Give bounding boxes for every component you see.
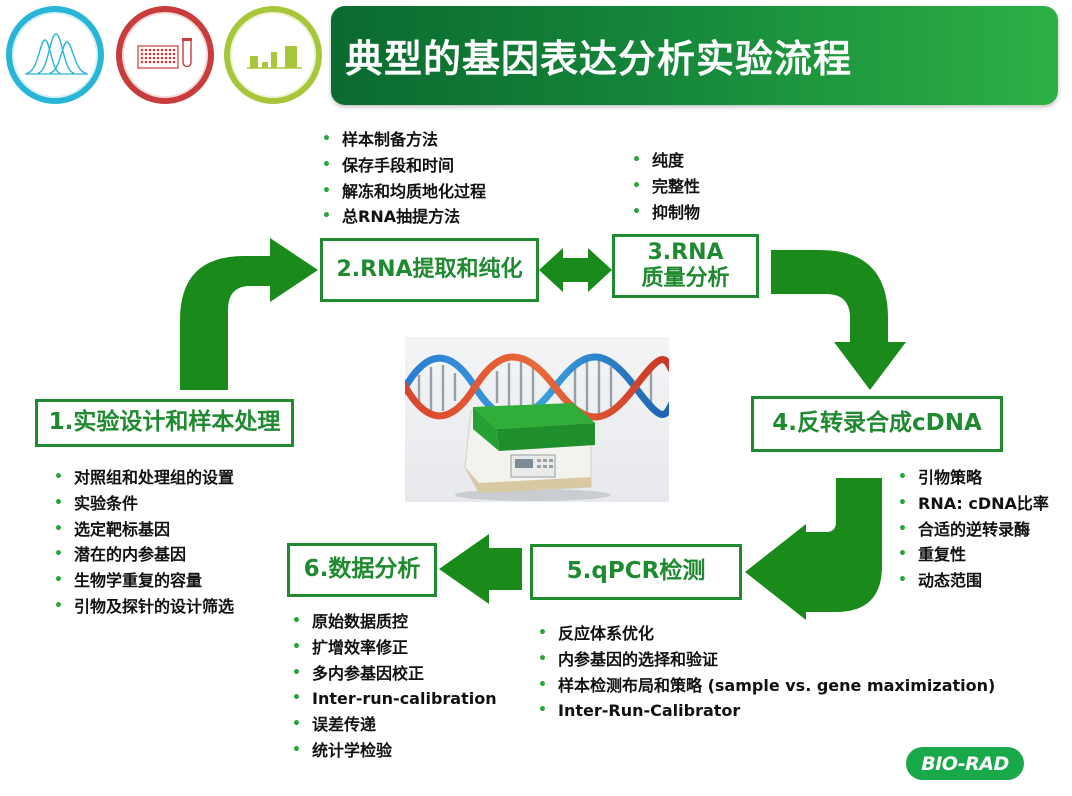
list-item: 扩增效率修正 (290, 635, 497, 661)
list-item: 原始数据质控 (290, 609, 497, 635)
list-item: 反应体系优化 (536, 621, 995, 647)
arrow-1-to-2 (180, 238, 318, 390)
list-item: 误差传递 (290, 712, 497, 738)
list-item: 动态范围 (896, 568, 1049, 594)
list-item: 合适的逆转录酶 (896, 517, 1049, 543)
list-item: 统计学检验 (290, 738, 497, 764)
step-5-box: 5.qPCR检测 (530, 544, 742, 600)
list-item: Inter-Run-Calibrator (536, 698, 995, 724)
step-5-label: 5.qPCR检测 (566, 558, 706, 585)
list-item: 保存手段和时间 (320, 153, 486, 179)
step-3-label: 3.RNA 质量分析 (641, 239, 730, 291)
list-item: 生物学重复的容量 (52, 568, 234, 594)
instrument-image (405, 337, 669, 502)
list-item: 总RNA抽提方法 (320, 204, 486, 230)
arrow-3-to-4 (771, 250, 906, 390)
logo-text: BIO-RAD (906, 747, 1024, 780)
step-4-box: 4.反转录合成cDNA (751, 396, 1003, 452)
arrow-5-to-6 (439, 534, 522, 604)
list-item: 样本制备方法 (320, 127, 486, 153)
step-4-label: 4.反转录合成cDNA (772, 410, 982, 437)
list-item: 重复性 (896, 542, 1049, 568)
list-item: 抑制物 (630, 200, 700, 226)
step-1-bullets: 对照组和处理组的设置 实验条件 选定靶标基因 潜在的内参基因 生物学重复的容量 … (52, 465, 234, 620)
page-title: 典型的基因表达分析实验流程 (345, 37, 853, 81)
step-5-bullets: 反应体系优化 内参基因的选择和验证 样本检测布局和策略 (sample vs. … (536, 621, 995, 724)
step-3-bullets: 纯度 完整性 抑制物 (630, 148, 700, 225)
step-6-box: 6.数据分析 (287, 543, 437, 597)
list-item: 实验条件 (52, 491, 234, 517)
step-2-box: 2.RNA提取和纯化 (320, 238, 539, 302)
bio-rad-logo: BIO-RAD (906, 747, 1024, 780)
plate-and-tube-icon (116, 6, 214, 104)
step-3-box: 3.RNA 质量分析 (612, 234, 759, 298)
bar-chart-icon (224, 6, 322, 104)
list-item: RNA: cDNA比率 (896, 491, 1049, 517)
list-item: 对照组和处理组的设置 (52, 465, 234, 491)
step-4-bullets: 引物策略 RNA: cDNA比率 合适的逆转录酶 重复性 动态范围 (896, 465, 1049, 594)
header-icons (6, 6, 322, 104)
step-6-bullets: 原始数据质控 扩增效率修正 多内参基因校正 Inter-run-calibrat… (290, 609, 497, 764)
list-item: 样本检测布局和策略 (sample vs. gene maximization) (536, 673, 995, 699)
arrow-2-to-3 (539, 248, 612, 292)
list-item: 潜在的内参基因 (52, 542, 234, 568)
step-2-bullets: 样本制备方法 保存手段和时间 解冻和均质地化过程 总RNA抽提方法 (320, 127, 486, 230)
step-1-box: 1.实验设计和样本处理 (35, 399, 294, 447)
arrow-4-to-5 (745, 478, 882, 620)
list-item: 完整性 (630, 174, 700, 200)
step-6-label: 6.数据分析 (303, 556, 421, 583)
list-item: 内参基因的选择和验证 (536, 647, 995, 673)
list-item: 引物策略 (896, 465, 1049, 491)
list-item: 解冻和均质地化过程 (320, 179, 486, 205)
dna-helix-illustration (405, 353, 669, 501)
list-item: 选定靶标基因 (52, 517, 234, 543)
list-item: Inter-run-calibration (290, 686, 497, 712)
title-bar: 典型的基因表达分析实验流程 (331, 6, 1058, 105)
step-1-label: 1.实验设计和样本处理 (48, 409, 281, 436)
list-item: 多内参基因校正 (290, 661, 497, 687)
melt-curve-icon (6, 6, 104, 104)
step-2-label: 2.RNA提取和纯化 (336, 256, 523, 282)
list-item: 引物及探针的设计筛选 (52, 594, 234, 620)
qpcr-instrument (455, 403, 611, 501)
list-item: 纯度 (630, 148, 700, 174)
